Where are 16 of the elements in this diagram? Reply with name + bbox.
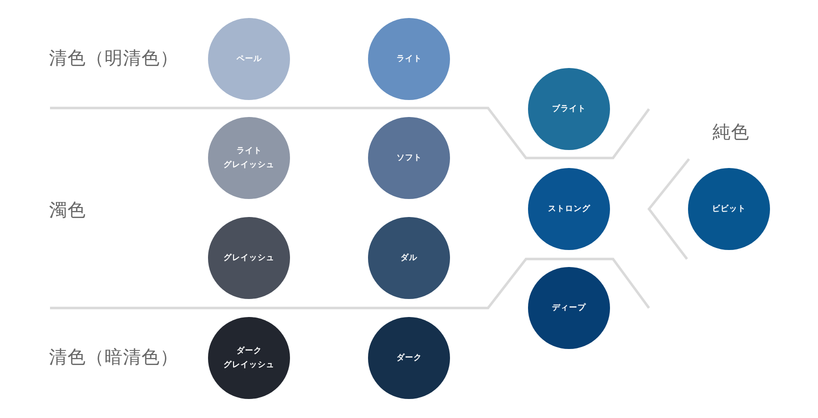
tone-label: ダル: [400, 252, 418, 264]
tone-label: ソフト: [396, 152, 422, 164]
tone-label: ストロング: [548, 203, 590, 216]
category-label: 純色: [712, 123, 750, 143]
category-label: 濁色: [49, 201, 86, 221]
category-label: 清色（暗清色）: [49, 348, 178, 368]
tone-label: ディープ: [552, 302, 586, 314]
tone-label: ブライト: [552, 103, 586, 116]
tone-label: ダークグレイッシュ: [224, 345, 274, 371]
tone-label: ライト: [396, 53, 422, 66]
tone-label: ダーク: [396, 352, 422, 364]
tone-label: ビビット: [712, 203, 746, 216]
tone-label: ペール: [236, 53, 262, 66]
category-label: 清色（明清色）: [49, 49, 178, 69]
tone-label: グレイッシュ: [224, 252, 274, 264]
tone-label: ライトグレイッシュ: [224, 145, 274, 171]
